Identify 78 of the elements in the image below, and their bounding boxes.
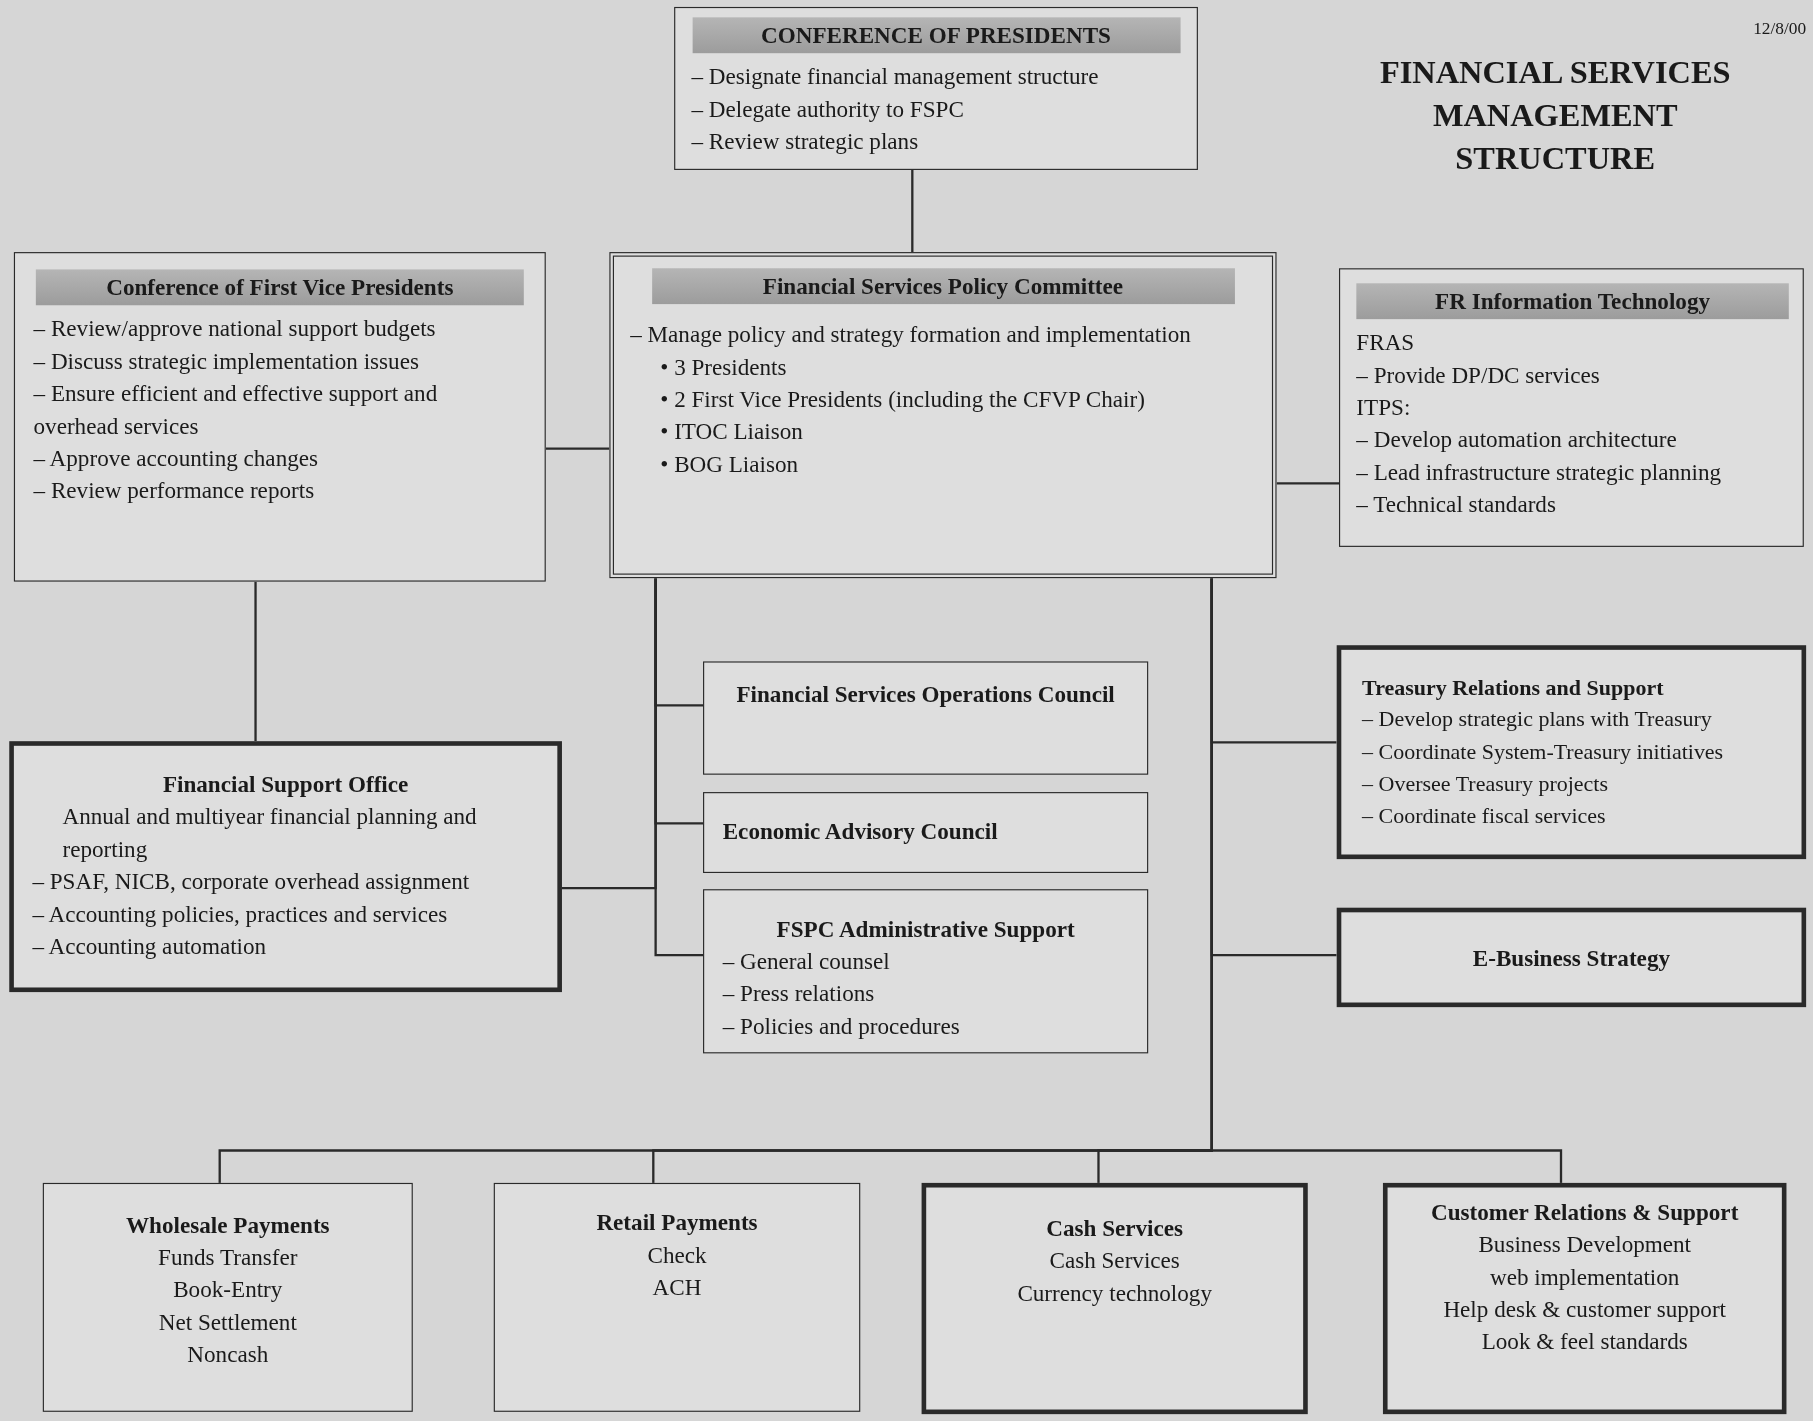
- list-item: ITPS:: [1356, 393, 1412, 422]
- box-heading: Cash Services: [1045, 1215, 1185, 1242]
- committee-box: [674, 6, 1198, 170]
- department-box: [1339, 268, 1804, 547]
- committee-box: [13, 252, 546, 582]
- connector-line: [254, 581, 257, 742]
- list-item: – Policies and procedures: [722, 1011, 961, 1041]
- list-item: Help desk & customer support: [1442, 1295, 1727, 1324]
- box-heading: Customer Relations & Support: [1430, 1199, 1740, 1226]
- department-box: [42, 1182, 413, 1412]
- department-box: [921, 1182, 1308, 1415]
- title: FINANCIAL SERVICES MANAGEMENT STRUCTURE: [1378, 53, 1732, 178]
- list-item: • BOG Liaison: [659, 449, 800, 479]
- box-heading: Retail Payments: [595, 1209, 759, 1237]
- list-item: – Ensure efficient and effective support and overhead services: [33, 379, 439, 441]
- department-box: [1336, 907, 1807, 1008]
- connector-line: [911, 170, 914, 253]
- list-item: Funds Transfer: [157, 1243, 299, 1272]
- list-item: – Designate financial management structure: [691, 62, 1100, 92]
- list-item: – Develop automation architecture: [1356, 425, 1678, 455]
- list-item: Annual and multiyear financial planning and reporting: [61, 802, 478, 864]
- department-box: [493, 1182, 861, 1412]
- list-item: – Delegate authority to FSPC: [691, 94, 965, 124]
- list-item: Noncash: [186, 1340, 270, 1369]
- office-box: [9, 741, 562, 993]
- list-item: – Coordinate System-Treasury initiatives: [1362, 737, 1725, 766]
- heading-band: FR Information Technology: [1356, 283, 1789, 320]
- list-item: • 3 Presidents: [659, 352, 788, 382]
- list-item: – Coordinate fiscal services: [1362, 802, 1607, 830]
- box-heading: Treasury Relations and Support: [1362, 675, 1665, 701]
- list-item: – Manage policy and strategy formation and implementation: [630, 320, 1192, 349]
- connector-line: [545, 447, 610, 450]
- heading-band: Financial Services Policy Committee: [651, 268, 1235, 305]
- box-heading: Financial Support Office: [161, 771, 410, 798]
- list-item: – Discuss strategic implementation issues: [33, 347, 420, 376]
- box-heading: Wholesale Payments: [125, 1211, 331, 1239]
- department-box: [1382, 1182, 1787, 1415]
- list-item: • 2 First Vice Presidents (including the CFVP Chair): [659, 385, 1146, 414]
- list-item: – Review/approve national support budgets: [33, 314, 437, 344]
- list-item: – Lead infrastructure strategic planning: [1356, 458, 1723, 487]
- list-item: – Accounting policies, practices and services: [32, 899, 449, 929]
- list-item: web implementation: [1488, 1262, 1681, 1292]
- list-item: Cash Services: [1048, 1246, 1181, 1276]
- connector-line: [654, 578, 704, 957]
- list-item: – General counsel: [722, 947, 891, 976]
- list-item: Business Development: [1477, 1230, 1692, 1259]
- support-box: [703, 889, 1149, 1054]
- list-item: – Technical standards: [1356, 490, 1557, 519]
- list-item: – Review performance reports: [33, 476, 316, 505]
- box-heading: Financial Services Operations Council: [735, 681, 1116, 708]
- list-item: • ITOC Liaison: [659, 417, 804, 446]
- department-box: [1336, 645, 1807, 860]
- committee-box: [609, 252, 1277, 579]
- list-item: – Press relations: [722, 979, 876, 1008]
- date-label: 12/8/00: [1753, 18, 1807, 39]
- heading-band: CONFERENCE OF PRESIDENTS: [692, 17, 1180, 54]
- heading-band: Conference of First Vice Presidents: [35, 269, 524, 306]
- connector-line: [1210, 578, 1563, 1183]
- list-item: – Oversee Treasury projects: [1362, 770, 1609, 798]
- list-item: – Approve accounting changes: [33, 444, 320, 473]
- list-item: – Develop strategic plans with Treasury: [1362, 705, 1713, 733]
- list-item: – Review strategic plans: [691, 127, 920, 156]
- list-item: Look & feel standards: [1480, 1327, 1689, 1357]
- list-item: Currency technology: [1016, 1279, 1213, 1308]
- connector-line: [1276, 482, 1339, 485]
- box-heading: E-Business Strategy: [1471, 944, 1671, 972]
- list-item: – Provide DP/DC services: [1356, 360, 1601, 390]
- box-heading: Economic Advisory Council: [722, 818, 999, 846]
- list-item: – Accounting automation: [32, 932, 268, 961]
- list-item: FRAS: [1356, 328, 1416, 357]
- list-item: Book-Entry: [172, 1275, 284, 1304]
- list-item: Net Settlement: [157, 1307, 298, 1337]
- list-item: Check: [646, 1240, 708, 1270]
- list-item: ACH: [651, 1273, 703, 1302]
- council-box: [703, 661, 1149, 775]
- box-heading: FSPC Administrative Support: [775, 915, 1076, 943]
- council-box: [703, 792, 1149, 873]
- list-item: – PSAF, NICB, corporate overhead assignment: [32, 867, 471, 896]
